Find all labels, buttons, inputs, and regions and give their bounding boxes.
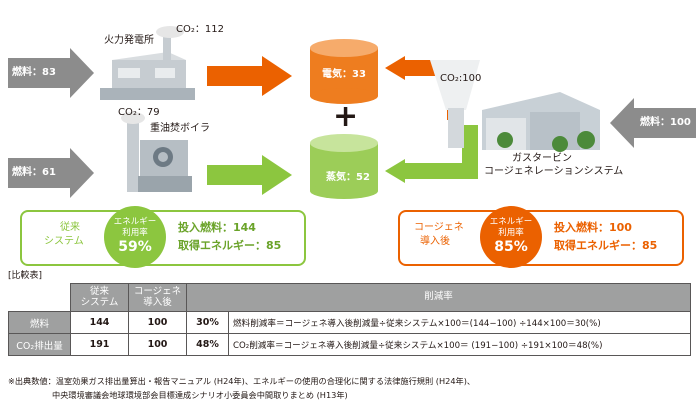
conventional-label-1: 従来 — [60, 222, 80, 233]
power-plant-icon — [100, 26, 195, 100]
table-row: 燃料 144 100 30% 燃料削減率＝コージェネ導入後削減量÷従来システム×… — [8, 311, 691, 334]
power-plant-co2: CO₂：112 — [176, 24, 224, 35]
boiler-co2: CO₂：79 — [118, 107, 160, 118]
electricity-label: 電気：33 — [322, 69, 366, 80]
steam-cylinder — [310, 134, 378, 199]
co2-cogeneration-value: 100 — [128, 333, 187, 356]
cogeneration-rate-value: 85% — [494, 239, 528, 255]
co2-reduction-rate: 48% — [186, 333, 229, 356]
co2-conventional-value: 191 — [70, 333, 129, 356]
boiler-label: 重油焚ボイラ — [150, 123, 210, 134]
diagram-graphics — [8, 26, 696, 199]
source-note-line-1: ※出典数値：温室効果ガス排出量算出・報告マニュアル (H24年)、エネルギーの使… — [8, 376, 476, 386]
boiler-icon — [121, 112, 192, 192]
power-plant-label: 火力発電所 — [104, 35, 154, 46]
conventional-rate-label-2: 利用率 — [122, 227, 148, 238]
fuel-label-gas: 燃料：100 — [640, 117, 691, 128]
cogeneration-input-fuel: 投入燃料：100 — [554, 221, 632, 234]
fuel-arrow-gas — [610, 98, 696, 148]
conventional-input-fuel: 投入燃料：144 — [178, 221, 256, 234]
conventional-rate-label-1: エネルギー — [113, 217, 157, 227]
fuel-cogeneration-value: 100 — [128, 311, 187, 334]
comparison-table: 従来 システム コージェネ 導入後 削減率 燃料 144 100 30% 燃料削… — [8, 283, 691, 356]
row-label-fuel: 燃料 — [8, 311, 71, 334]
cogeneration-rate-label-2: 利用率 — [498, 227, 524, 238]
steam-label: 蒸気：52 — [326, 172, 370, 183]
fuel-arrow-boiler — [8, 148, 94, 198]
table-caption: [比較表] — [8, 271, 43, 281]
fuel-reduction-formula: 燃料削減率＝コージェネ導入後削減量÷従来システム×100＝(144−100) ÷… — [228, 311, 691, 334]
cogeneration-rate-label-1: エネルギー — [489, 217, 533, 227]
conventional-label-2: システム — [44, 236, 84, 247]
table-header-conventional: 従来 システム — [70, 283, 129, 312]
cogeneration-label-2: 導入後 — [420, 236, 450, 247]
fuel-reduction-rate: 30% — [186, 311, 229, 334]
conventional-rate-circle: エネルギー 利用率 59% — [104, 206, 166, 268]
gas-to-steam-arrow — [400, 125, 478, 179]
power-to-electricity-arrow — [207, 56, 292, 96]
boiler-to-steam-arrow — [207, 155, 292, 195]
cogeneration-system-label: コージェネレーションシステム — [484, 166, 624, 177]
table-header-row: 従来 システム コージェネ 導入後 削減率 — [8, 283, 691, 312]
electricity-cylinder — [310, 39, 378, 104]
table-header-cogeneration: コージェネ 導入後 — [128, 283, 187, 312]
conventional-rate-value: 59% — [118, 239, 152, 255]
table-corner-cell — [8, 283, 71, 312]
table-header-reduction: 削減率 — [186, 283, 691, 312]
cogeneration-plant-icon — [430, 60, 600, 152]
fuel-arrow-power — [8, 48, 94, 98]
fuel-conventional-value: 144 — [70, 311, 129, 334]
co2-reduction-formula: CO₂削減率＝コージェネ導入後削減量÷従来システム×100＝ (191−100)… — [228, 333, 691, 356]
gas-turbine-co2: CO₂:100 — [440, 73, 482, 84]
fuel-label-power: 燃料：83 — [12, 67, 56, 78]
gas-turbine-label: ガスタービン — [512, 153, 572, 164]
row-label-co2: CO₂排出量 — [8, 333, 71, 356]
conventional-acquired-energy: 取得エネルギー：85 — [178, 239, 282, 252]
plus-sign: + — [333, 99, 359, 134]
cogeneration-acquired-energy: 取得エネルギー：85 — [554, 239, 658, 252]
cogeneration-label-1: コージェネ — [414, 222, 464, 233]
table-row: CO₂排出量 191 100 48% CO₂削減率＝コージェネ導入後削減量÷従来… — [8, 333, 691, 356]
source-note-line-2: 中央環境審議会地球環境部会目標達成シナリオ小委員会中間取りまとめ (H13年) — [52, 390, 348, 400]
cogeneration-rate-circle: エネルギー 利用率 85% — [480, 206, 542, 268]
fuel-label-boiler: 燃料：61 — [12, 167, 56, 178]
